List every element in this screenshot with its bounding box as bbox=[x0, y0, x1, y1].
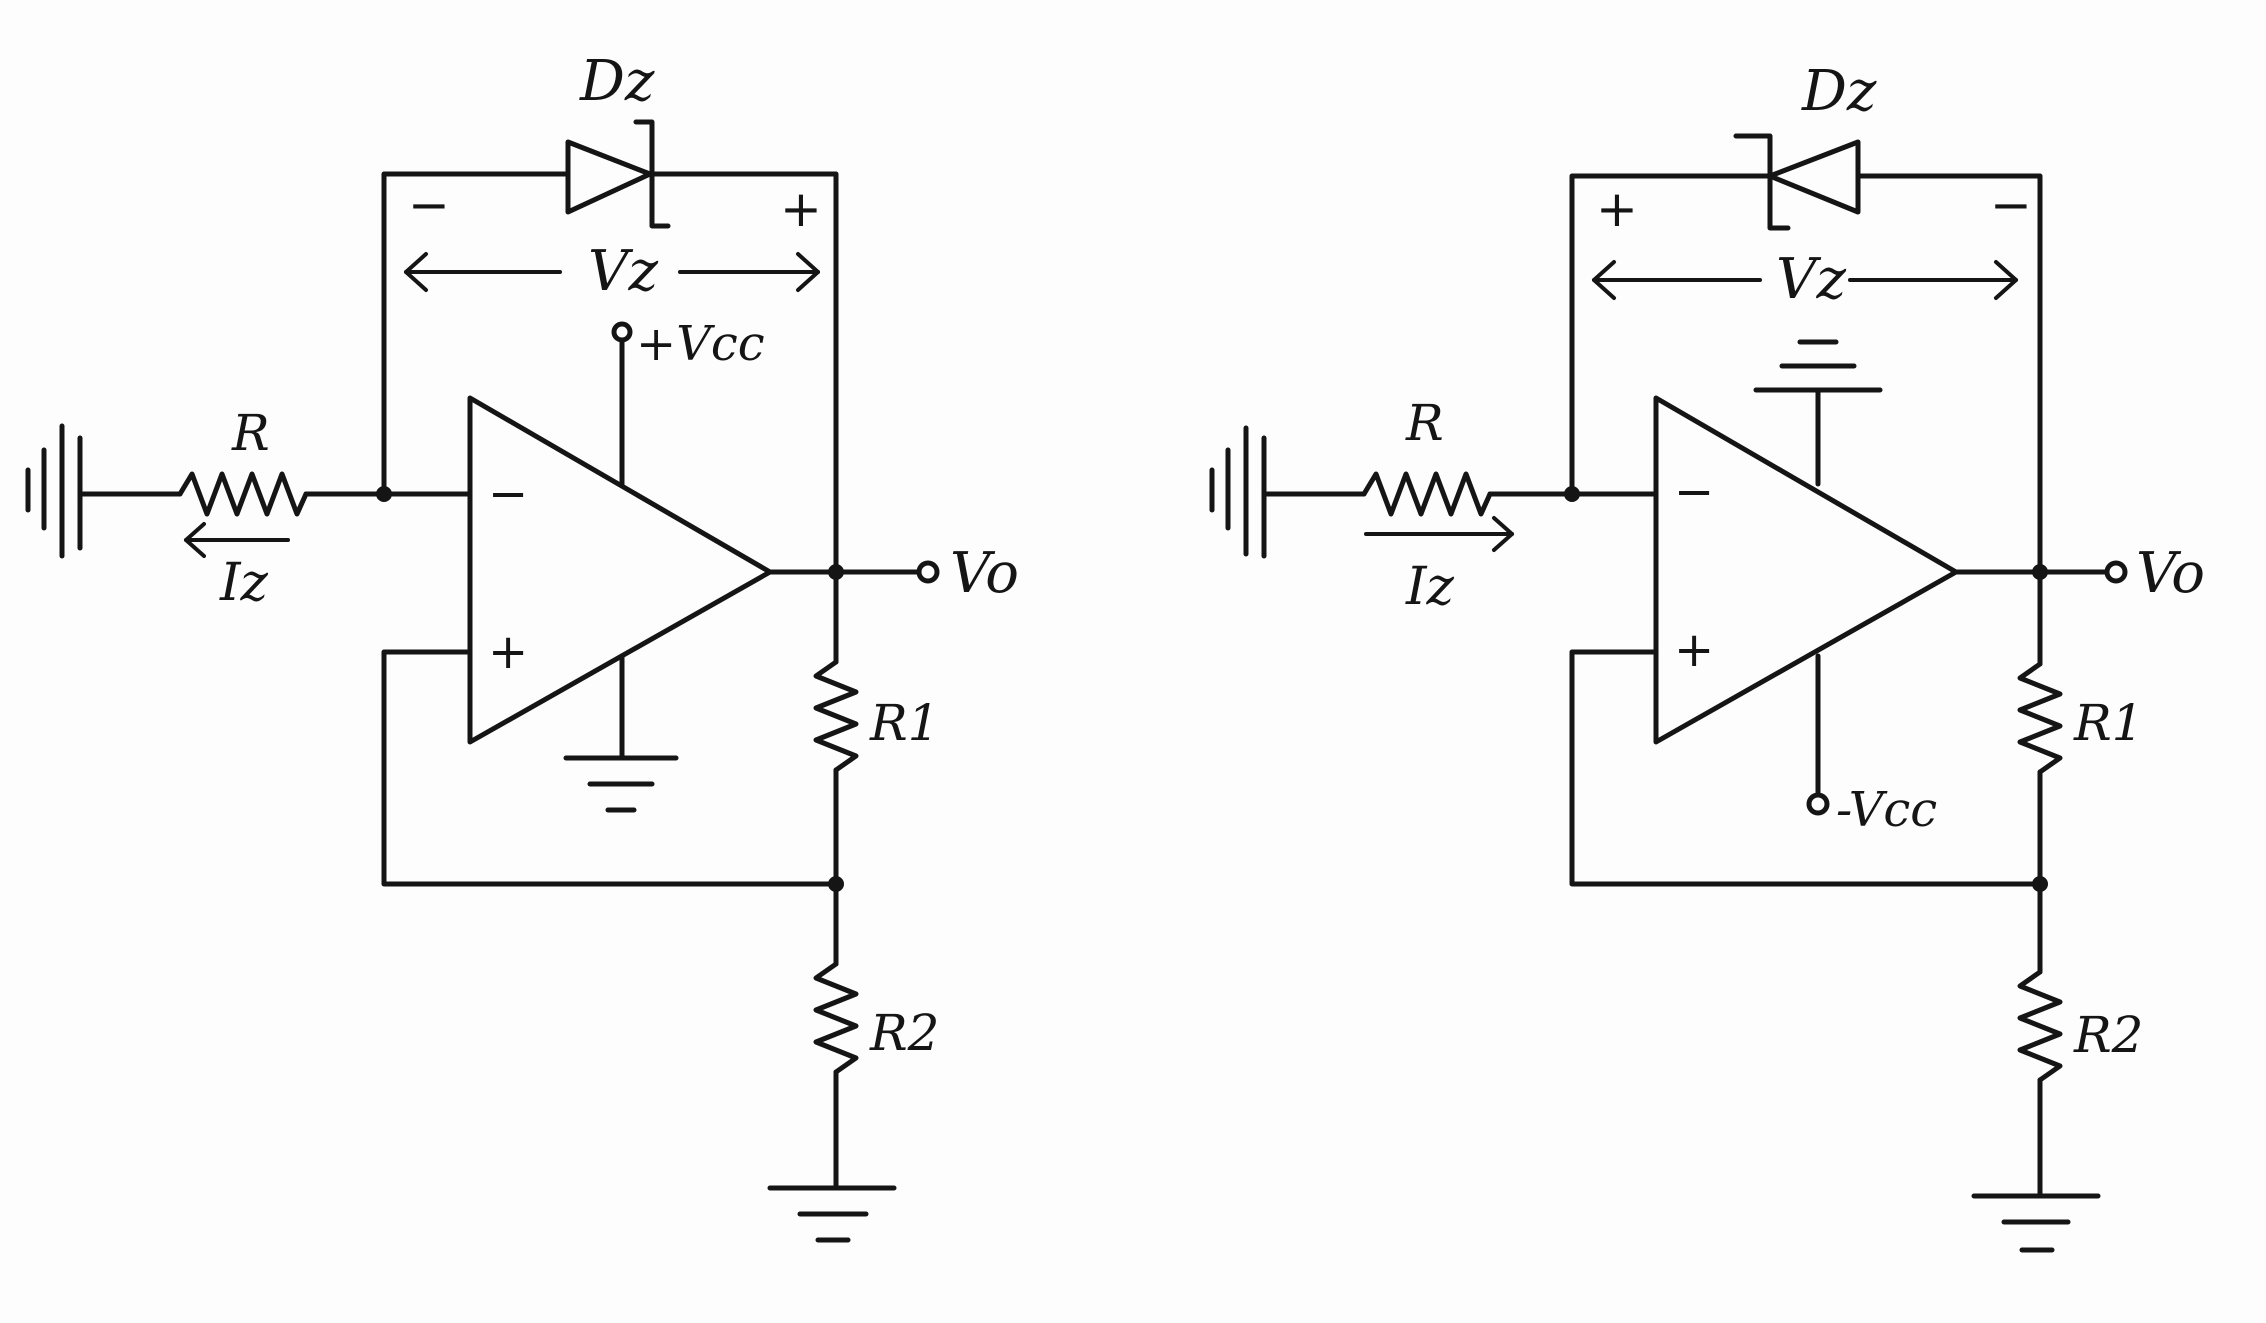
zener-diode-right bbox=[1733, 133, 1861, 231]
output-label-left: Vo bbox=[950, 541, 1019, 606]
diode-sign-left-left: − bbox=[408, 176, 450, 234]
resistor-r2-left bbox=[813, 961, 859, 1075]
r1-label-left: R1 bbox=[869, 694, 939, 752]
noninv-feedback-wire-left bbox=[381, 649, 839, 887]
input-source-left bbox=[25, 423, 83, 559]
diode-sign-right-right: − bbox=[1990, 176, 2032, 234]
ground-symbol-opamp-left bbox=[563, 653, 679, 813]
current-arrow-left bbox=[184, 522, 290, 558]
ground-symbol-opamp-right bbox=[1753, 339, 1883, 487]
supply-terminal-right bbox=[1806, 792, 1830, 816]
output-label-right: Vo bbox=[2136, 541, 2205, 606]
r2-label-right: R2 bbox=[2073, 1006, 2143, 1064]
feedback-wire-right-right bbox=[1855, 173, 2043, 575]
resistor-r-label-right: R bbox=[1405, 394, 1444, 452]
zener-feedback-wire-right bbox=[1569, 173, 1773, 497]
output-terminal-right bbox=[2104, 560, 2128, 584]
r1-label-right: R1 bbox=[2073, 694, 2143, 752]
resistor-r-right bbox=[1361, 471, 1493, 517]
resistor-r1-right bbox=[2017, 661, 2063, 775]
current-label-left: Iz bbox=[219, 553, 269, 613]
diode-label-right: Dz bbox=[1801, 59, 1877, 124]
circuit-right: Dz + − Vz -Vcc R Iz − + Vo R1 R2 bbox=[1209, 59, 2205, 1253]
supply-terminal-left bbox=[611, 321, 633, 343]
feedback-wire-right-left bbox=[649, 171, 839, 575]
current-label-right: Iz bbox=[1405, 557, 1455, 617]
circuit-left: Dz − + Vz +Vcc R Iz − + Vo R1 R2 bbox=[25, 49, 1019, 1243]
vz-arrow-right bbox=[1592, 260, 2018, 300]
ground-symbol-r2-left bbox=[767, 1185, 897, 1243]
ground-symbol-r2-right bbox=[1971, 1193, 2101, 1253]
supply-label-right: -Vcc bbox=[1836, 782, 1937, 838]
opamp-noninv-sign-left: + bbox=[488, 624, 528, 680]
r2-label-left: R2 bbox=[869, 1004, 939, 1062]
vz-label-left: Vz bbox=[588, 239, 658, 304]
resistor-r2-right bbox=[2017, 969, 2063, 1083]
input-source-right bbox=[1209, 425, 1267, 559]
current-arrow-right bbox=[1364, 516, 1514, 552]
output-terminal-left bbox=[916, 560, 940, 584]
resistor-r1-left bbox=[813, 659, 859, 773]
diode-label-left: Dz bbox=[579, 49, 655, 114]
supply-label-left: +Vcc bbox=[636, 316, 765, 372]
zener-feedback-wire-left bbox=[381, 171, 571, 497]
vz-arrow-left bbox=[404, 252, 820, 292]
opamp-inv-sign-left: − bbox=[488, 466, 528, 522]
opamp-noninv-sign-right: + bbox=[1674, 622, 1714, 678]
resistor-r-label-left: R bbox=[231, 404, 270, 462]
diode-sign-right-left: + bbox=[780, 180, 822, 238]
opamp-inv-sign-right: − bbox=[1674, 464, 1714, 520]
opamp-triangle-right bbox=[1653, 395, 1959, 745]
vz-label-right: Vz bbox=[1776, 247, 1846, 312]
noninv-feedback-wire-right bbox=[1569, 649, 2043, 887]
diode-sign-left-right: + bbox=[1596, 180, 1638, 238]
resistor-r-left bbox=[177, 471, 309, 517]
